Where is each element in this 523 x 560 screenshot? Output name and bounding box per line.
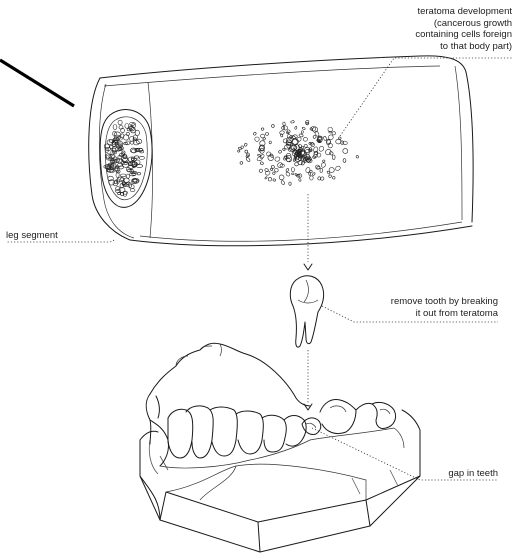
teratoma-cell xyxy=(318,145,324,152)
marrow-cell xyxy=(134,156,139,158)
teratoma-cell xyxy=(332,176,335,179)
teratoma-cell xyxy=(314,130,319,136)
pointer-line xyxy=(0,60,74,106)
teratoma-cell xyxy=(289,182,292,186)
teratoma-cell xyxy=(274,168,278,172)
teratoma-cell xyxy=(343,148,348,153)
teratoma-cell xyxy=(267,154,275,162)
teratoma-cell xyxy=(302,127,306,130)
teratoma-cell xyxy=(265,132,268,135)
marrow-cell xyxy=(137,172,140,175)
label-teratoma-line-2: (cancerous growth xyxy=(362,18,512,30)
teratoma-cell xyxy=(283,122,286,126)
teratoma-cell xyxy=(273,172,276,175)
marrow-cell xyxy=(139,148,143,151)
teratoma-cell xyxy=(329,131,332,133)
teratoma-cell xyxy=(282,138,288,144)
marrow-cell xyxy=(112,160,118,163)
teratoma-cell xyxy=(278,150,282,154)
teratoma-cell xyxy=(286,168,290,172)
teratoma-cell xyxy=(332,131,336,135)
teratoma-cell xyxy=(323,136,327,141)
label-gap-in-teeth: gap in teeth xyxy=(400,468,498,480)
teratoma-cell xyxy=(259,168,264,173)
teratoma-cell xyxy=(309,176,313,180)
teratoma-cell xyxy=(320,168,323,172)
teratoma-cell xyxy=(237,150,240,152)
label-teratoma: teratoma development (cancerous growth c… xyxy=(362,6,512,52)
label-leg-segment: leg segment xyxy=(6,230,116,242)
teratoma-cell xyxy=(246,157,251,162)
teratoma-cell xyxy=(342,141,347,146)
extracted-tooth xyxy=(290,276,323,347)
teratoma-cell xyxy=(273,178,277,181)
teratoma-cell xyxy=(283,156,288,161)
marrow-cell xyxy=(110,145,113,149)
label-remove-tooth-line-1: remove tooth by breaking xyxy=(350,296,498,308)
bone-marrow-texture xyxy=(104,120,145,196)
teratoma-cell xyxy=(301,130,304,133)
arrow-to-tooth-head xyxy=(304,264,312,270)
teratoma-cell xyxy=(356,155,359,158)
marrow-cell xyxy=(123,135,128,140)
label-teratoma-line-3: containing cells foreign xyxy=(362,29,512,41)
teratoma-cell xyxy=(281,180,286,185)
label-remove-tooth-line-2: it out from teratoma xyxy=(350,308,498,320)
teratoma-cell xyxy=(343,158,346,162)
teratoma-cell xyxy=(285,171,290,176)
label-teratoma-line-4: to that body part) xyxy=(362,41,512,53)
teratoma-cell xyxy=(268,177,271,181)
marrow-cell xyxy=(104,144,109,149)
teratoma-cell xyxy=(255,137,260,142)
teratoma-cell xyxy=(299,133,304,137)
teratoma-cell xyxy=(335,165,341,171)
teratoma-cell xyxy=(321,162,326,168)
teratoma-cell xyxy=(327,126,333,132)
teratoma-cell xyxy=(274,156,280,162)
teratoma-cell xyxy=(294,162,298,166)
teratoma-cell xyxy=(316,153,321,158)
leader-teratoma xyxy=(340,58,512,136)
marrow-cell xyxy=(120,174,126,177)
label-teratoma-line-1: teratoma development xyxy=(362,6,512,18)
teratoma-cell xyxy=(329,167,335,173)
teratoma-cell xyxy=(291,167,295,171)
marrow-cell xyxy=(113,125,117,130)
teratoma-cell xyxy=(260,161,264,165)
teratoma-cell xyxy=(327,171,331,175)
teratoma-cell xyxy=(306,122,309,125)
teratoma-cell xyxy=(290,120,294,123)
teratoma-cell xyxy=(265,176,268,179)
teratoma-cell xyxy=(332,155,335,159)
label-remove-tooth: remove tooth by breaking it out from ter… xyxy=(350,296,498,319)
teratoma-cell xyxy=(312,172,315,176)
teratoma-cell xyxy=(253,132,257,136)
teratoma-cell xyxy=(322,160,325,163)
teratoma-cell xyxy=(299,178,302,181)
teratoma-cell xyxy=(304,144,308,148)
dental-model-drawing xyxy=(140,343,420,552)
teratoma-cell xyxy=(329,175,332,178)
teratoma-cell xyxy=(244,143,248,147)
teratoma-cell xyxy=(283,125,289,131)
teratoma-cell xyxy=(295,173,298,176)
teratoma-cell xyxy=(278,174,285,181)
teratoma-cell xyxy=(269,141,271,144)
teratoma-cell xyxy=(303,137,308,141)
teratoma-cell xyxy=(271,125,274,128)
teratoma-cell xyxy=(245,150,248,153)
teratoma-cell xyxy=(257,154,260,156)
teratoma-cell xyxy=(294,126,297,129)
teratoma-cluster xyxy=(237,120,358,186)
marrow-cell xyxy=(125,124,129,129)
teratoma-cell xyxy=(291,173,294,175)
marrow-cell xyxy=(118,120,122,125)
teratoma-cell xyxy=(261,127,264,130)
teratoma-cell xyxy=(239,161,243,165)
marrow-cell xyxy=(139,156,144,159)
